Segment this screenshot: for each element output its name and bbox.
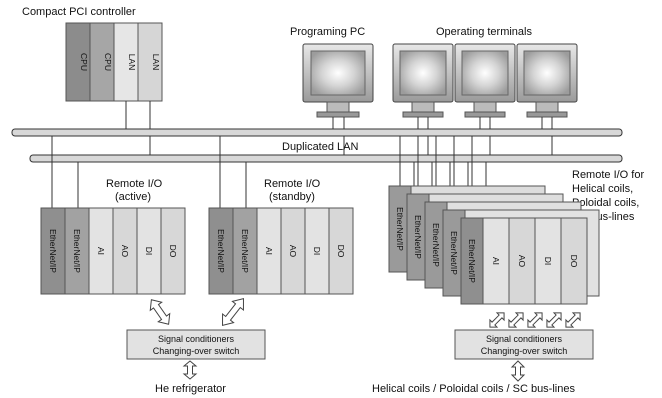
rio-slot-label: EtherNet/IP — [216, 229, 226, 273]
svg-text:Signal conditioners: Signal conditioners — [158, 334, 235, 344]
rio-active-rack: EtherNet/IP EtherNet/IP AI AO DI DO — [40, 207, 186, 295]
rio-slot-label: DI — [144, 247, 154, 256]
rio-slot-label: AO — [517, 255, 527, 268]
cpci-slot-label: LAN — [127, 54, 137, 71]
signal-conditioner-left: Signal conditioners Changing-over switch — [126, 329, 266, 360]
rio-slot-label: EtherNet/IP — [72, 229, 82, 273]
cpci-slot-label: CPU — [79, 53, 89, 71]
rio-slot-label: AI — [264, 247, 274, 255]
double-arrow-icon — [510, 360, 526, 382]
rio-slot-label: DO — [168, 245, 178, 258]
pc-title: Programing PC — [290, 26, 365, 38]
rio-active-subtitle: (active) — [115, 191, 151, 203]
svg-text:Changing-over switch: Changing-over switch — [481, 346, 568, 356]
rio-slot-label: EtherNet/IP — [240, 229, 250, 273]
rio-slot-label: DI — [312, 247, 322, 256]
double-arrow-icon — [489, 312, 505, 328]
cpci-slot-label: LAN — [151, 54, 161, 71]
double-arrow-icon — [565, 312, 581, 328]
operating-terminal-3 — [516, 43, 578, 118]
cpci-slot-cpu-1 — [65, 22, 91, 102]
rio-slot-label: AO — [288, 245, 298, 258]
cpci-slot-label: CPU — [103, 53, 113, 71]
rio-slot-label: EtherNet/IP — [395, 207, 405, 251]
svg-text:Signal conditioners: Signal conditioners — [486, 334, 563, 344]
svg-text:Remote I/O for: Remote I/O for — [572, 169, 644, 181]
rio-active-title: Remote I/O — [106, 178, 163, 190]
terminals-title: Operating terminals — [436, 26, 532, 38]
cpci-title: Compact PCI controller — [22, 6, 136, 18]
double-arrow-icon — [222, 297, 244, 327]
rio-slot-label: AI — [96, 247, 106, 255]
rio-standby-rack: EtherNet/IP EtherNet/IP AI AO DI DO — [208, 207, 354, 295]
operating-terminal-2 — [454, 43, 516, 118]
lan-label: Duplicated LAN — [282, 141, 358, 153]
rio-standby-title: Remote I/O — [264, 178, 321, 190]
double-arrow-icon — [508, 312, 524, 328]
svg-text:Poloidal coils,: Poloidal coils, — [572, 197, 639, 209]
operating-terminal-1 — [392, 43, 454, 118]
lan-bus-2 — [29, 154, 623, 163]
double-arrow-icon — [149, 299, 171, 325]
rio-slot-label: EtherNet/IP — [431, 223, 441, 267]
rio-slot-label: DO — [569, 255, 579, 268]
svg-text:Changing-over switch: Changing-over switch — [153, 346, 240, 356]
rio-slot-label: AO — [120, 245, 130, 258]
rio-slot-label: EtherNet/IP — [467, 239, 477, 283]
signal-conditioner-right: Signal conditioners Changing-over switch — [454, 329, 594, 360]
rio-standby-subtitle: (standby) — [269, 191, 315, 203]
rio-coils-rack-front: EtherNet/IP AI AO DI DO — [460, 217, 588, 305]
rio-slot-label: DO — [336, 245, 346, 258]
rio-coils-title: Remote I/O for Helical coils, Poloidal c… — [572, 169, 644, 223]
cpci-slot-cpu-2 — [89, 22, 115, 102]
rio-slot-label: AI — [491, 257, 501, 265]
double-arrow-icon — [546, 312, 562, 328]
lan-bus-1 — [11, 128, 623, 137]
he-refrigerator-label: He refrigerator — [155, 383, 226, 395]
cpci-rack: CPU CPU LAN LAN — [65, 22, 163, 102]
double-arrow-icon — [527, 312, 543, 328]
programming-pc-monitor — [302, 43, 374, 118]
rio-slot-label: DI — [543, 257, 553, 266]
rio-slot-label: EtherNet/IP — [413, 215, 423, 259]
coils-label: Helical coils / Poloidal coils / SC bus-… — [372, 383, 575, 395]
double-arrow-icon — [182, 360, 198, 380]
rio-slot-label: EtherNet/IP — [449, 231, 459, 275]
rio-slot-label: EtherNet/IP — [48, 229, 58, 273]
svg-text:Helical coils,: Helical coils, — [572, 183, 633, 195]
